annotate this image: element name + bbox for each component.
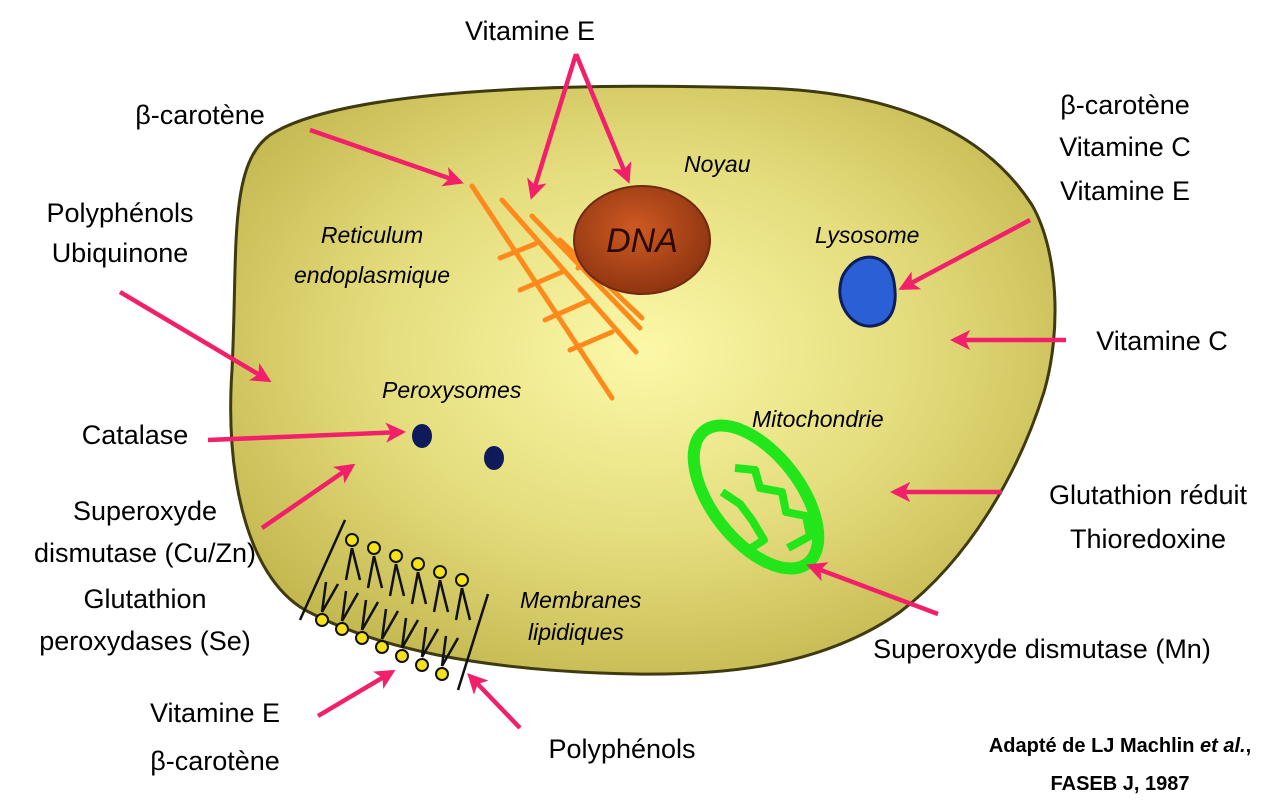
lysosome xyxy=(840,257,895,326)
label-polyphenols-bottom: Polyphénols xyxy=(548,734,695,764)
mitochondrie-label: Mitochondrie xyxy=(752,406,884,432)
label-vitamine-e-right: Vitamine E xyxy=(1060,176,1190,206)
membranes-label: Membranes xyxy=(520,587,642,613)
label-peroxydases-se: peroxydases (Se) xyxy=(39,626,251,656)
dna-label: DNA xyxy=(606,222,678,260)
credit-line-2: FASEB J, 1987 xyxy=(1051,773,1190,795)
arrow-polyphenols-bottom xyxy=(470,676,520,728)
arrow-vitE-beta-bottom xyxy=(318,672,392,716)
reticulum-label-2: endoplasmique xyxy=(294,262,450,288)
noyau-label: Noyau xyxy=(684,151,751,177)
label-ubiquinone: Ubiquinone xyxy=(52,238,189,268)
label-polyphenols: Polyphénols xyxy=(46,198,193,228)
label-dismutase-cu-zn: dismutase (Cu/Zn) xyxy=(34,538,256,568)
peroxysomes-label: Peroxysomes xyxy=(382,377,522,403)
label-vitamine-c-right-top: Vitamine C xyxy=(1059,132,1191,162)
label-sod-mn: Superoxyde dismutase (Mn) xyxy=(873,634,1211,664)
label-beta-carotene-right: β-carotène xyxy=(1060,90,1190,120)
label-vitamine-e-top: Vitamine E xyxy=(465,16,595,46)
peroxysome-2 xyxy=(484,446,504,470)
peroxysome-1 xyxy=(412,424,432,448)
label-glutathion: Glutathion xyxy=(83,584,206,614)
label-thioredoxine: Thioredoxine xyxy=(1070,524,1226,554)
cell-body xyxy=(231,86,1055,674)
label-vitamine-e-bottom: Vitamine E xyxy=(150,698,280,728)
label-catalase: Catalase xyxy=(82,420,189,450)
label-superoxyde: Superoxyde xyxy=(73,496,217,526)
lysosome-label: Lysosome xyxy=(815,222,919,248)
label-vitamine-c-right: Vitamine C xyxy=(1096,326,1228,356)
label-beta-carotene-bottom: β-carotène xyxy=(150,746,280,776)
credit-line-1: Adapté de LJ Machlin et al., xyxy=(989,735,1251,757)
reticulum-label: Reticulum xyxy=(321,222,423,248)
label-glutathion-reduit: Glutathion réduit xyxy=(1049,480,1248,510)
label-beta-carotene-left: β-carotène xyxy=(135,100,265,130)
membranes-label-2: lipidiques xyxy=(528,619,624,645)
